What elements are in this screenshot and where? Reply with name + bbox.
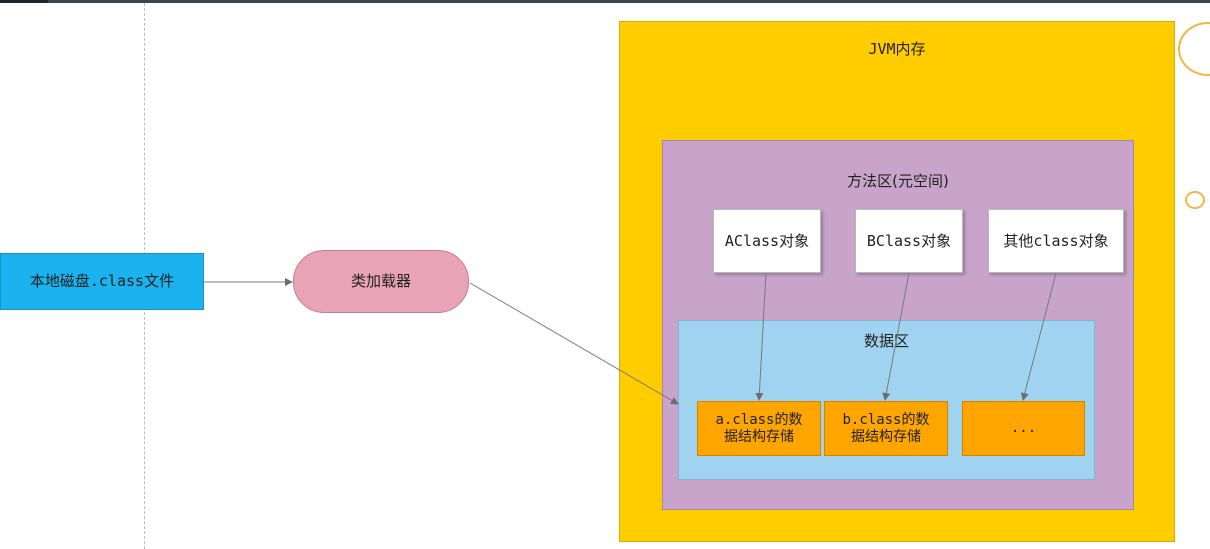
top-bar — [0, 0, 1210, 3]
storage-box-a-line2: 据结构存储 — [724, 428, 794, 445]
arrow-loader-to-storage — [469, 282, 679, 405]
jvm-memory-label: JVM内存 — [868, 40, 926, 58]
class-loader-node[interactable]: 类加载器 — [293, 250, 469, 313]
class-object-b[interactable]: BClass对象 — [855, 209, 963, 273]
method-area-label: 方法区(元空间) — [847, 172, 949, 190]
arrow-bclass-to-storage — [882, 272, 910, 401]
class-loader-label: 类加载器 — [350, 272, 411, 290]
storage-box-other-line1: ... — [1010, 420, 1037, 436]
storage-box-b-line1: b.class的数 — [842, 411, 930, 428]
class-object-other-label: 其他class对象 — [1003, 231, 1109, 250]
class-object-b-label: BClass对象 — [866, 231, 952, 250]
storage-box-a-line1: a.class的数 — [715, 411, 803, 428]
class-object-a-label: AClass对象 — [724, 231, 810, 250]
decorative-circle-small — [1185, 191, 1205, 209]
arrow-aclass-to-storage — [755, 272, 767, 401]
class-object-a[interactable]: AClass对象 — [713, 209, 821, 273]
local-disk-box[interactable]: 本地磁盘.class文件 — [0, 253, 204, 310]
storage-box-b[interactable]: b.class的数 据结构存储 — [824, 401, 948, 456]
storage-box-a[interactable]: a.class的数 据结构存储 — [697, 401, 821, 456]
top-bar-tab — [0, 0, 48, 3]
local-disk-label: 本地磁盘.class文件 — [29, 272, 175, 290]
data-area-label: 数据区 — [863, 332, 909, 350]
class-object-other[interactable]: 其他class对象 — [988, 209, 1124, 273]
storage-box-other[interactable]: ... — [962, 401, 1085, 456]
storage-box-b-line2: 据结构存储 — [851, 428, 921, 445]
arrow-other-to-storage — [1020, 272, 1057, 401]
